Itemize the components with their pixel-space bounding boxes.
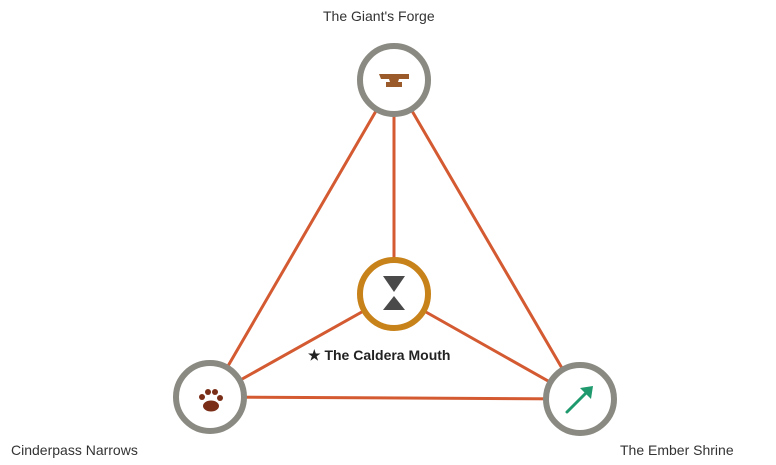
node-label-left: Cinderpass Narrows <box>11 442 138 458</box>
node-caldera-mouth[interactable] <box>357 257 431 331</box>
node-ring <box>173 360 247 434</box>
node-label-center: ★ The Caldera Mouth <box>308 347 450 364</box>
node-ring <box>357 257 431 331</box>
arrow-icon <box>565 386 593 414</box>
path-top-left <box>208 79 396 398</box>
center-label-text: The Caldera Mouth <box>324 347 451 363</box>
path-top-right <box>392 79 582 400</box>
node-cinderpass-narrows[interactable] <box>173 360 247 434</box>
path-left-right <box>209 395 581 401</box>
anvil-icon <box>379 74 409 87</box>
node-label-right: The Ember Shrine <box>620 442 734 458</box>
star-marker-icon: ★ <box>308 347 321 363</box>
node-label-top: The Giant's Forge <box>323 8 435 24</box>
hourglass-icon <box>383 276 405 310</box>
node-giants-forge[interactable] <box>357 43 431 117</box>
node-ember-shrine[interactable] <box>543 362 617 436</box>
paw-icon <box>199 389 223 412</box>
